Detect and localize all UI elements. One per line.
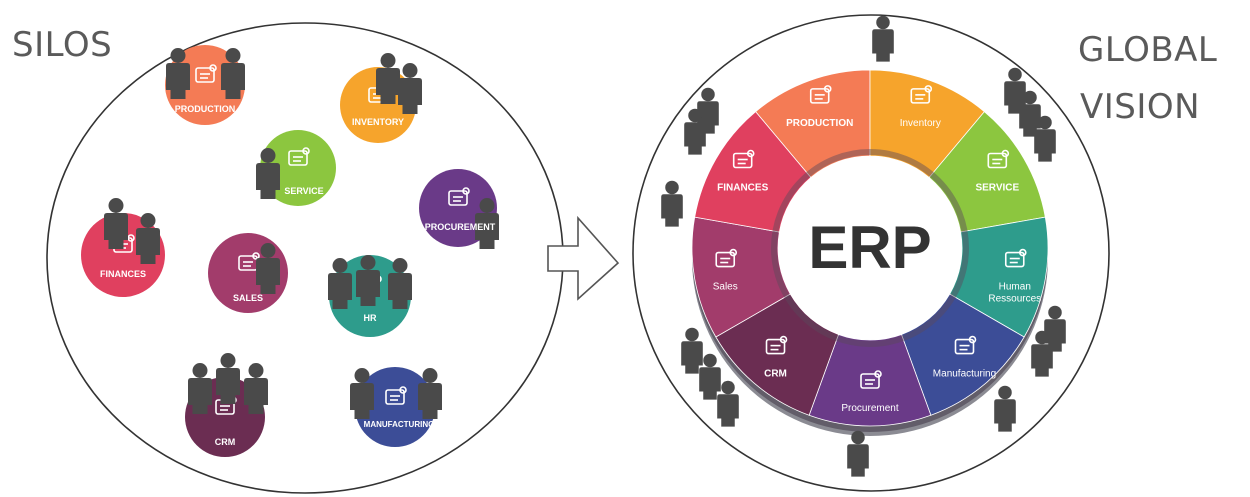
silo-production: PRODUCTION	[165, 45, 245, 125]
silos-title: SILOS	[12, 25, 113, 65]
silo-label-production: PRODUCTION	[175, 104, 236, 114]
factory-robot-arm-icon	[195, 64, 217, 83]
erp-center-label: ERP	[808, 214, 931, 281]
erp-segment-label-procurement: Procurement	[841, 403, 898, 414]
silo-manufacturing: MANUFACTURING	[350, 367, 442, 447]
erp-segment-label-production: PRODUCTION	[786, 118, 853, 129]
person-icon	[661, 180, 683, 227]
silo-inventory: INVENTORY	[340, 53, 422, 143]
factory-gears-icon	[385, 386, 407, 405]
shopping-cart-icon	[448, 187, 470, 206]
sales-flowchart-icon	[238, 252, 260, 271]
erp-segment-label-sales: Sales	[713, 282, 738, 293]
silo-label-procurement: PROCUREMENT	[425, 222, 496, 232]
erp-segment-label-line: Ressources	[988, 294, 1041, 305]
erp-segment-label-line: Human	[999, 282, 1031, 293]
erp-segment-label-crm: CRM	[764, 369, 787, 380]
silo-label-crm: CRM	[215, 437, 236, 447]
silo-bubbles: PRODUCTION INVENTORY SERVICE PROCUREMENT FIN…	[81, 45, 499, 457]
silo-service: SERVICE	[256, 130, 336, 206]
silo-procurement: PROCUREMENT	[419, 169, 499, 249]
silo-label-hr: HR	[364, 313, 377, 323]
silo-label-sales: SALES	[233, 293, 263, 303]
global-vision-title-line1: GLOBAL	[1078, 30, 1218, 70]
silo-bubble-manufacturing	[355, 367, 435, 447]
person-icon	[994, 385, 1016, 432]
global-vision-boundary-circle	[632, 14, 1110, 492]
silo-label-service: SERVICE	[284, 186, 323, 196]
right-arrow-icon	[547, 215, 620, 301]
cash-register-icon	[715, 248, 738, 268]
gear-head-icon	[288, 147, 310, 166]
silo-hr: HR	[328, 255, 412, 337]
bulb-org-chart-icon	[1004, 248, 1027, 268]
pie-chart-growth-icon	[732, 149, 755, 169]
factory-gears-icon	[954, 335, 977, 355]
factory-robot-arm-icon	[809, 85, 832, 104]
shopping-cart-icon	[860, 370, 882, 389]
global-vision-title-line2: VISION	[1080, 87, 1201, 127]
erp-segment-label-service: SERVICE	[975, 183, 1019, 194]
boxes-clipboard-icon	[910, 85, 933, 104]
silo-label-manufacturing: MANUFACTURING	[364, 420, 435, 429]
gear-head-icon	[987, 149, 1010, 169]
silo-sales: SALES	[208, 233, 288, 313]
silo-label-inventory: INVENTORY	[352, 117, 404, 127]
silo-finances: FINANCES	[81, 198, 165, 297]
erp-segment-label-finances: FINANCES	[717, 183, 768, 194]
erp-segment-label-manufacturing: Manufacturing	[933, 369, 996, 380]
target-person-icon	[765, 335, 788, 355]
erp-segment-label-inventory: Inventory	[900, 118, 941, 129]
person-icon	[872, 15, 894, 62]
person-icon	[681, 327, 703, 374]
erp-hub	[778, 156, 962, 340]
silo-crm: CRM	[185, 353, 268, 457]
person-icon	[847, 430, 869, 477]
silo-label-finances: FINANCES	[100, 269, 146, 279]
